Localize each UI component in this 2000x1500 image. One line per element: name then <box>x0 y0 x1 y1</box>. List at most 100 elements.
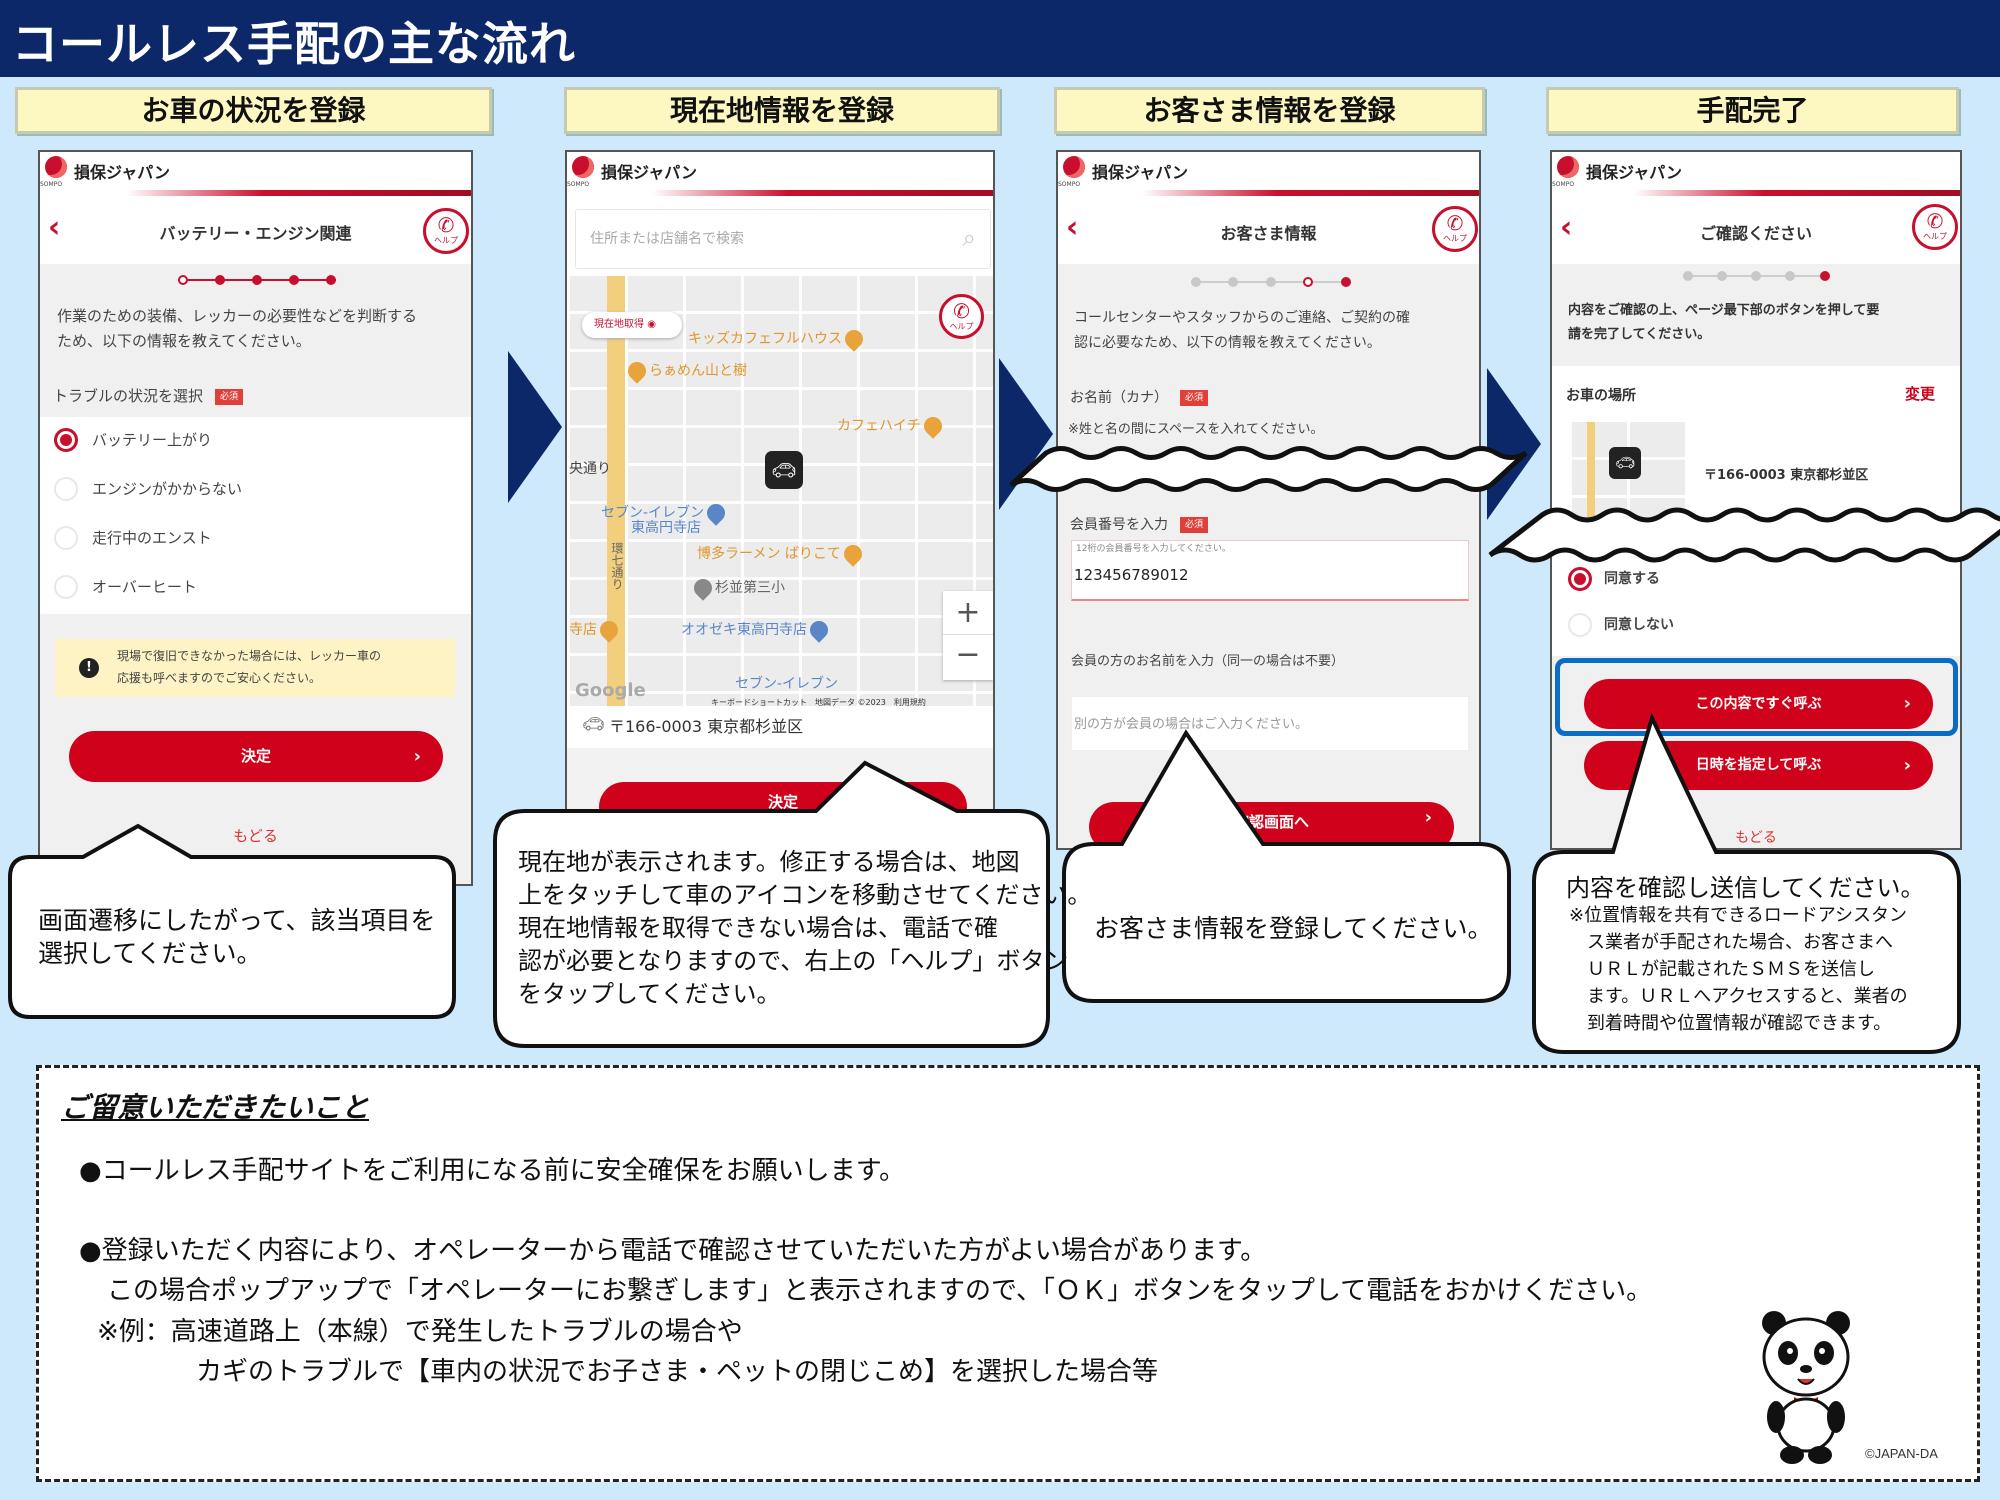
screen-break-wave <box>1009 446 1528 492</box>
field-label: お名前（カナ） <box>1070 390 1168 406</box>
progress-dots <box>1191 276 1351 288</box>
required-badge: 必須 <box>1180 517 1209 533</box>
restaurant-pin-icon <box>841 326 867 352</box>
member-number-input[interactable]: 12桁の会員番号を入力してください。 123456789012 <box>1071 540 1469 601</box>
map-label: カフェハイチ <box>837 418 921 434</box>
chevron-right-icon: › <box>1903 755 1911 776</box>
restaurant-pin-icon <box>920 413 946 439</box>
panda-mascot-icon <box>1762 1311 1850 1464</box>
phone-icon: ✆ <box>953 299 970 323</box>
input-value: 123456789012 <box>1074 566 1189 584</box>
step-header-4: 手配完了 <box>1546 87 1959 134</box>
store-pin-icon <box>703 500 729 526</box>
step-header-2: 現在地情報を登録 <box>564 87 1000 134</box>
member-name-input[interactable]: 別の方が会員の場合はご入力ください。 <box>1071 696 1469 751</box>
school-pin-icon <box>690 575 716 601</box>
notice-text: 応援も呼べますのでご安心ください。 <box>117 671 322 685</box>
help-button[interactable]: ✆ヘルプ <box>939 294 984 339</box>
map-label: 央通り <box>569 461 611 477</box>
map-label: 環七通り <box>610 542 624 590</box>
description: ため、以下の情報を教えてください。 <box>57 332 311 350</box>
back-chevron-icon[interactable]: ‹ <box>1560 210 1573 245</box>
submit-button[interactable]: 決定› <box>69 731 443 782</box>
brand-logo-icon <box>45 156 67 178</box>
note-item: ●登録いただく内容により、オペレーターから電話で確認させていただいた方がよい場合… <box>79 1236 1267 1266</box>
current-location-button[interactable]: 現在地取得 ◉ <box>582 312 682 338</box>
brand-name: 損保ジャパン <box>601 163 698 182</box>
option-label: 同意しない <box>1604 617 1674 633</box>
car-marker-icon[interactable]: 🚗︎ <box>765 451 803 489</box>
road <box>607 276 625 706</box>
restaurant-pin-icon <box>596 617 622 643</box>
field-label: 会員の方のお名前を入力（同一の場合は不要） <box>1071 654 1345 669</box>
zoom-control: + − <box>943 591 993 680</box>
brand-name: 損保ジャパン <box>1092 163 1189 182</box>
brand-logo-icon <box>572 156 594 178</box>
screen-title: バッテリー・エンジン関連 <box>159 224 352 243</box>
alert-icon: ! <box>79 658 99 678</box>
note-item: ●コールレス手配サイトをご利用になる前に安全確保をお願いします。 <box>79 1156 906 1186</box>
back-link[interactable]: もどる <box>233 827 278 845</box>
address-text: 〒166-0003 東京都杉並区 <box>609 717 804 736</box>
help-button[interactable]: ✆ヘルプ <box>423 208 469 254</box>
phone-icon: ✆ <box>1926 209 1944 233</box>
submit-button[interactable]: 決定 <box>599 782 967 832</box>
title-bar: コールレス手配の主な流れ <box>0 0 2000 77</box>
search-input[interactable]: 住所または店舗名で検索 ⌕ <box>575 209 991 269</box>
screen-title: お客さま情報 <box>1220 224 1317 243</box>
map-label: セブン-イレブン <box>735 676 839 692</box>
help-button[interactable]: ✆ヘルプ <box>1912 204 1958 250</box>
notes-heading: ご留意いただきたいこと <box>61 1091 370 1124</box>
map-view[interactable]: 現在地取得 ◉ ✆ヘルプ キッズカフェフルハウス らぁめん山と樹 カフェハイチ … <box>567 276 993 706</box>
notes-box: ご留意いただきたいこと ●コールレス手配サイトをご利用になる前に安全確保をお願い… <box>36 1065 1980 1482</box>
chevron-right-icon: › <box>1424 807 1432 828</box>
zoom-in-button[interactable]: + <box>943 591 993 635</box>
address-text: 〒166-0003 東京都杉並区 <box>1704 468 1869 483</box>
google-logo: Google <box>575 680 646 701</box>
option-label: 走行中のエンスト <box>92 529 212 547</box>
search-icon[interactable]: ⌕ <box>962 224 976 252</box>
zoom-out-button[interactable]: − <box>955 637 981 672</box>
description: 認に必要なため、以下の情報を教えてください。 <box>1074 335 1381 351</box>
store-pin-icon <box>806 617 832 643</box>
option-label: 同意する <box>1604 571 1660 587</box>
map-label: 東高円寺店 <box>631 520 701 536</box>
change-link[interactable]: 変更 <box>1905 385 1936 403</box>
trouble-options: バッテリー上がり エンジンがかからない 走行中のエンスト オーバーヒート <box>40 417 471 614</box>
back-link[interactable]: もどる <box>1735 830 1777 846</box>
note-item: ※例：高速道路上（本線）で発生したトラブルの場合や <box>97 1317 743 1347</box>
note-item: この場合ポップアップで「オペレーターにお繋ぎします」と表示されますので、「ＯＫ」… <box>107 1276 1653 1306</box>
field-label: トラブルの状況を選択 <box>53 387 204 405</box>
description: 作業のための装備、レッカーの必要性などを判断する <box>57 307 418 325</box>
screen-break-wave <box>1488 507 2000 563</box>
help-button[interactable]: ✆ヘルプ <box>1432 206 1478 252</box>
screen-vehicle-status: SOMPO 損保ジャパン ‹ バッテリー・エンジン関連 ✆ヘルプ 作業のための装… <box>38 150 473 886</box>
confirm-button[interactable]: 確認画面へ› <box>1089 802 1454 848</box>
description: 内容をご確認の上、ページ最下部のボタンを押して要 <box>1568 303 1880 318</box>
input-placeholder: 別の方が会員の場合はご入力ください。 <box>1074 717 1309 732</box>
car-marker-icon: 🚗︎ <box>1609 447 1641 479</box>
call-scheduled-button[interactable]: 日時を指定して呼ぶ› <box>1584 741 1933 790</box>
back-chevron-icon[interactable]: ‹ <box>1066 210 1079 245</box>
call-now-button[interactable]: この内容ですぐ呼ぶ› <box>1584 679 1933 729</box>
brand-name: 損保ジャパン <box>74 163 171 182</box>
brand-logo-icon <box>1557 156 1579 178</box>
restaurant-pin-icon <box>840 541 866 567</box>
notice-text: 現場で復旧できなかった場合には、レッカー車の <box>117 649 382 663</box>
header-divider <box>126 190 471 196</box>
notice-box: ! 現場で復旧できなかった場合には、レッカー車の 応援も呼べますのでご安心くださ… <box>55 639 455 697</box>
target-icon: ◉ <box>647 319 656 330</box>
option-label: オーバーヒート <box>92 578 197 596</box>
map-label: らぁめん山と樹 <box>649 363 747 379</box>
required-badge: 必須 <box>215 388 244 405</box>
next-arrow-icon <box>1487 368 1541 520</box>
field-note: ※姓と名の間にスペースを入れてください。 <box>1068 422 1324 437</box>
search-placeholder: 住所または店舗名で検索 <box>590 231 744 247</box>
map-label: 寺店 <box>569 622 597 638</box>
nav-bar: ‹ バッテリー・エンジン関連 ✆ヘルプ <box>40 196 471 264</box>
restaurant-pin-icon <box>624 358 650 384</box>
back-chevron-icon[interactable]: ‹ <box>48 210 61 245</box>
field-label: 会員番号を入力 <box>1070 517 1168 533</box>
